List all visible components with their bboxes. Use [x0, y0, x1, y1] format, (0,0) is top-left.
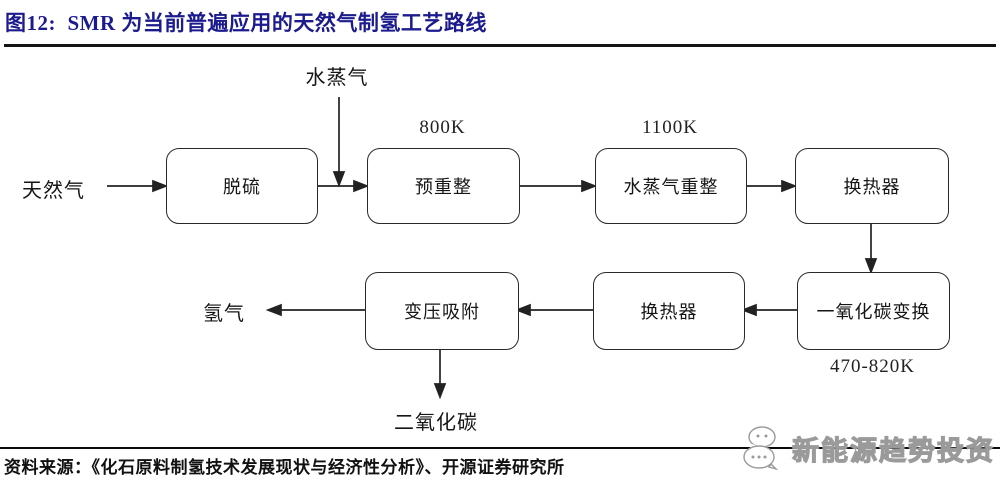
arrowhead-right-1: [152, 179, 169, 193]
temp-label-pre-reforming: 800K: [419, 117, 466, 138]
arrowhead-right-3: [581, 179, 598, 193]
arrowhead-right-2: [353, 179, 370, 193]
arrowhead-left-2: [514, 303, 531, 317]
label-hydrogen: 氢气: [203, 303, 245, 325]
arrowhead-right-4: [781, 179, 798, 193]
flow-box-label: 预重整: [415, 177, 472, 197]
arrowhead-down-2: [433, 383, 447, 400]
arrowhead-left-3: [265, 303, 282, 317]
label-natural-gas: 天然气: [22, 180, 85, 202]
flow-box-steam-reforming: 水蒸气重整: [595, 148, 747, 224]
label-carbon-dioxide: 二氧化碳: [394, 412, 478, 434]
arrowhead-left-1: [740, 303, 757, 317]
watermark-text: 新能源趋势投资: [791, 435, 995, 466]
arrowhead-down-steam: [332, 171, 346, 188]
flow-box-co-shift: 一氧化碳变换: [797, 272, 950, 350]
source-note: 资料来源：《化石原料制氢技术发展现状与经济性分析》、开源证券研究所: [4, 458, 565, 477]
footer-divider: [0, 447, 1000, 449]
flow-box-label: 变压吸附: [404, 302, 480, 322]
flow-box-pressure-swing-adsorption: 变压吸附: [365, 272, 519, 350]
flow-box-pre-reforming: 预重整: [367, 148, 520, 224]
temp-label-steam-reforming: 1100K: [641, 117, 699, 138]
flow-box-label: 水蒸气重整: [623, 177, 719, 197]
flow-box-label: 脱硫: [223, 177, 261, 197]
temp-label-co-shift: 470-820K: [829, 356, 916, 377]
label-steam: 水蒸气: [305, 67, 369, 89]
flow-box-heat-exchanger-1: 换热器: [795, 148, 949, 224]
arrowhead-down-1: [864, 258, 878, 275]
figure-title: 图12: SMR 为当前普遍应用的天然气制氢工艺路线: [5, 11, 487, 35]
flow-box-desulfurization: 脱硫: [166, 148, 318, 224]
flow-box-label: 换热器: [843, 177, 901, 197]
title-underline: [4, 44, 996, 47]
watermark: 新能源趋势投资: [738, 424, 995, 472]
wechat-chat-bubbles-icon: [743, 426, 779, 471]
flow-box-label: 一氧化碳变换: [816, 302, 931, 322]
flow-box-heat-exchanger-2: 换热器: [593, 272, 745, 350]
flow-box-label: 换热器: [640, 302, 698, 322]
